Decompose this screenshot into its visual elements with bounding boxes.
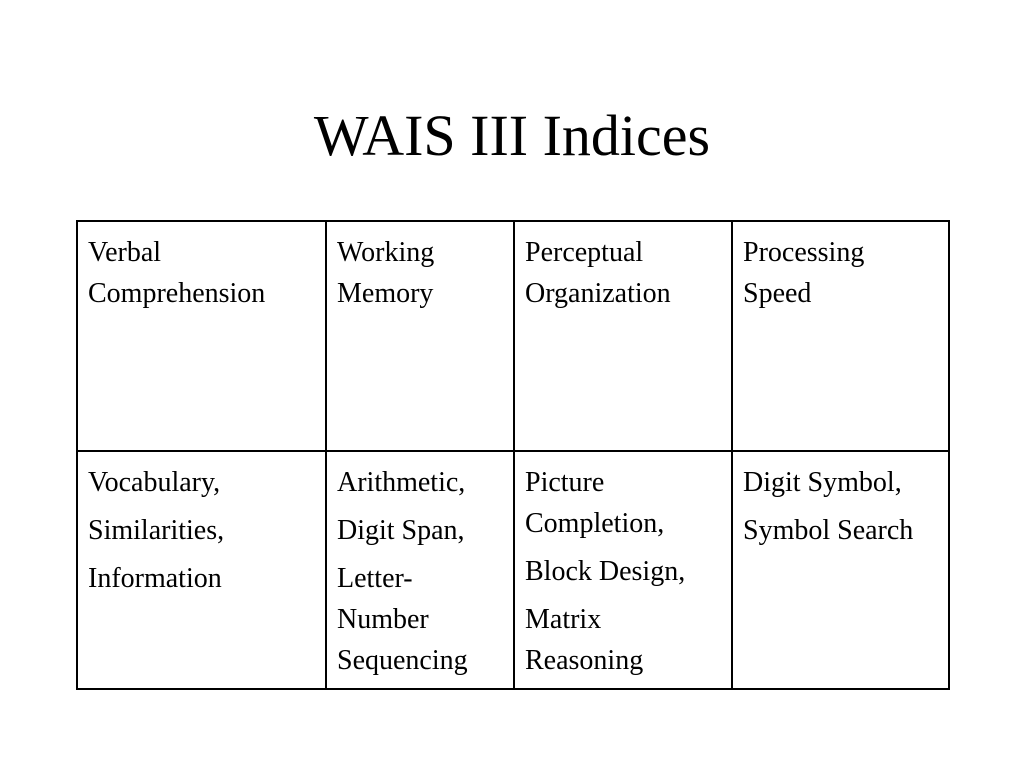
subtests-cell-verbal-comprehension: Vocabulary, Similarities, Information bbox=[76, 450, 327, 690]
table-subtests-row: Vocabulary, Similarities, Information Ar… bbox=[76, 450, 950, 690]
table-header-row: Verbal Comprehension Working Memory Perc… bbox=[76, 220, 950, 452]
slide-title: WAIS III Indices bbox=[313, 103, 711, 168]
subtest-matrix-reasoning: Matrix Reasoning bbox=[525, 604, 644, 676]
header-processing-speed: Processing Speed bbox=[743, 237, 865, 309]
header-cell-working-memory: Working Memory bbox=[325, 220, 515, 452]
subtest-similarities: Similarities, bbox=[88, 515, 225, 546]
header-cell-perceptual-organization: Perceptual Organization bbox=[513, 220, 733, 452]
subtest-symbol-search: Symbol Search bbox=[743, 515, 914, 546]
subtests-cell-working-memory: Arithmetic, Digit Span, Letter-Number Se… bbox=[325, 450, 515, 690]
subtest-digit-span: Digit Span, bbox=[337, 515, 465, 546]
header-cell-verbal-comprehension: Verbal Comprehension bbox=[76, 220, 327, 452]
header-verbal-comprehension: Verbal Comprehension bbox=[88, 237, 266, 309]
subtests-cell-processing-speed: Digit Symbol, Symbol Search bbox=[731, 450, 950, 690]
indices-table: Verbal Comprehension Working Memory Perc… bbox=[76, 220, 950, 690]
subtest-digit-symbol: Digit Symbol, bbox=[743, 467, 902, 498]
subtest-picture-completion: Picture Completion, bbox=[525, 467, 665, 539]
subtest-information: Information bbox=[88, 563, 222, 594]
subtest-block-design: Block Design, bbox=[525, 556, 686, 587]
subtest-vocabulary: Vocabulary, bbox=[88, 467, 221, 498]
header-cell-processing-speed: Processing Speed bbox=[731, 220, 950, 452]
subtest-letter-number-sequencing: Letter-Number Sequencing bbox=[337, 563, 468, 676]
header-perceptual-organization: Perceptual Organization bbox=[525, 237, 671, 309]
header-working-memory: Working Memory bbox=[337, 237, 435, 309]
subtests-cell-perceptual-organization: Picture Completion, Block Design, Matrix… bbox=[513, 450, 733, 690]
subtest-arithmetic: Arithmetic, bbox=[337, 467, 466, 498]
